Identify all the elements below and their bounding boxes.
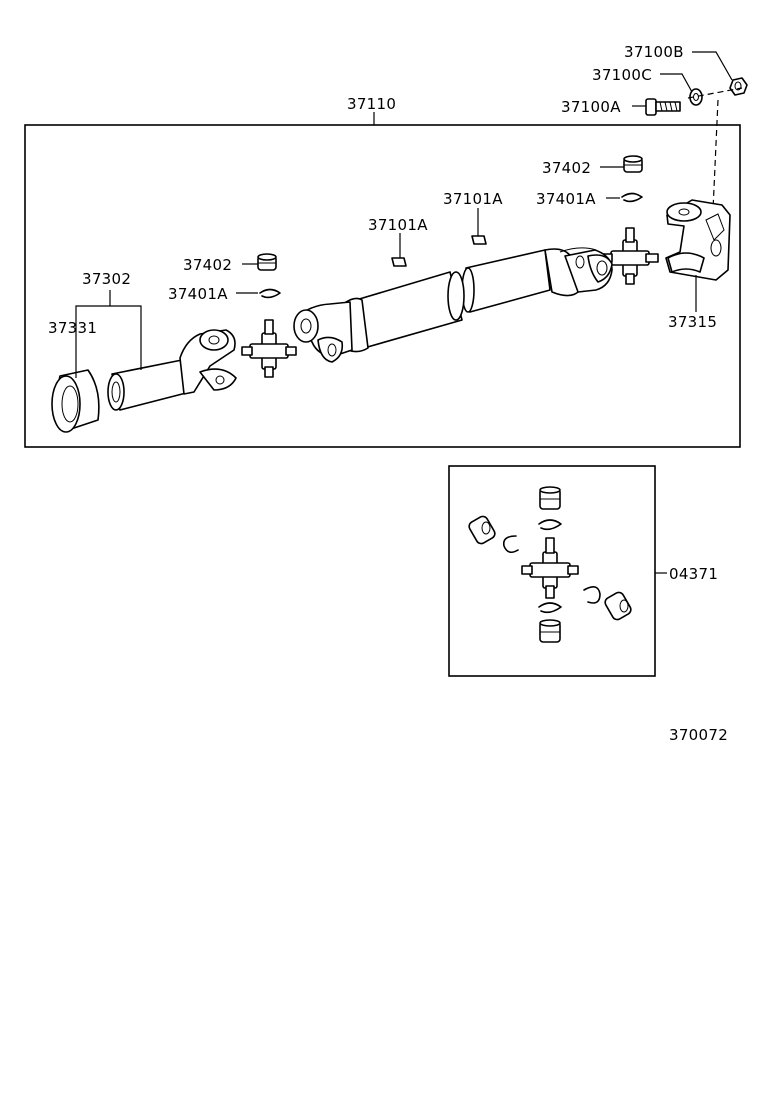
kit-snap-ring-right — [583, 586, 601, 604]
balance-weight-upper-37101A — [471, 235, 487, 245]
kit-bearing-cup-right — [604, 591, 632, 621]
slip-yoke-37302 — [107, 329, 237, 411]
label-37401A-right: 37401A — [536, 190, 596, 208]
label-37101A-lower: 37101A — [368, 216, 428, 234]
leader-37302-bracket — [75, 305, 142, 378]
kit-spider — [521, 537, 579, 599]
label-37331: 37331 — [48, 319, 97, 337]
label-37315: 37315 — [668, 313, 717, 331]
snap-ring-left-37401A — [259, 288, 281, 299]
kit-snap-ring-left — [502, 535, 519, 554]
balance-weight-lower-37101A — [391, 257, 407, 267]
kit-bearing-cup-left — [468, 515, 496, 545]
rear-tube-section — [461, 247, 613, 313]
kit-snap-ring-top — [538, 519, 562, 531]
assembly-box-37110 — [24, 124, 741, 448]
bolt-37100A — [645, 98, 681, 116]
bearing-cup-right-37402 — [623, 155, 643, 173]
label-37101A-upper: 37101A — [443, 190, 503, 208]
diagram-code: 370072 — [669, 726, 728, 744]
kit-bearing-cup-top — [539, 486, 561, 510]
washer-37100C — [689, 88, 703, 106]
oil-seal-37331 — [51, 369, 100, 433]
dash-line-top — [687, 87, 743, 99]
spider-left — [241, 319, 297, 378]
label-37100C: 37100C — [592, 66, 652, 84]
kit-box-04371 — [448, 465, 656, 677]
kit-bearing-cup-bottom — [539, 619, 561, 643]
label-37110: 37110 — [347, 95, 396, 113]
label-37401A-left: 37401A — [168, 285, 228, 303]
label-37100B: 37100B — [624, 43, 684, 61]
label-37100A: 37100A — [561, 98, 621, 116]
flange-yoke-37315 — [665, 199, 731, 281]
snap-ring-right-37401A — [621, 192, 643, 203]
label-04371: 04371 — [669, 565, 718, 583]
label-37402-right: 37402 — [542, 159, 591, 177]
label-37402-left: 37402 — [183, 256, 232, 274]
label-37302: 37302 — [82, 270, 131, 288]
main-tube-section — [293, 271, 465, 363]
bearing-cup-left-37402 — [257, 253, 277, 271]
leader-37100B — [692, 51, 733, 81]
nut-37100B — [729, 77, 748, 96]
leader-37100C — [660, 73, 693, 93]
kit-snap-ring-bottom — [538, 602, 562, 614]
